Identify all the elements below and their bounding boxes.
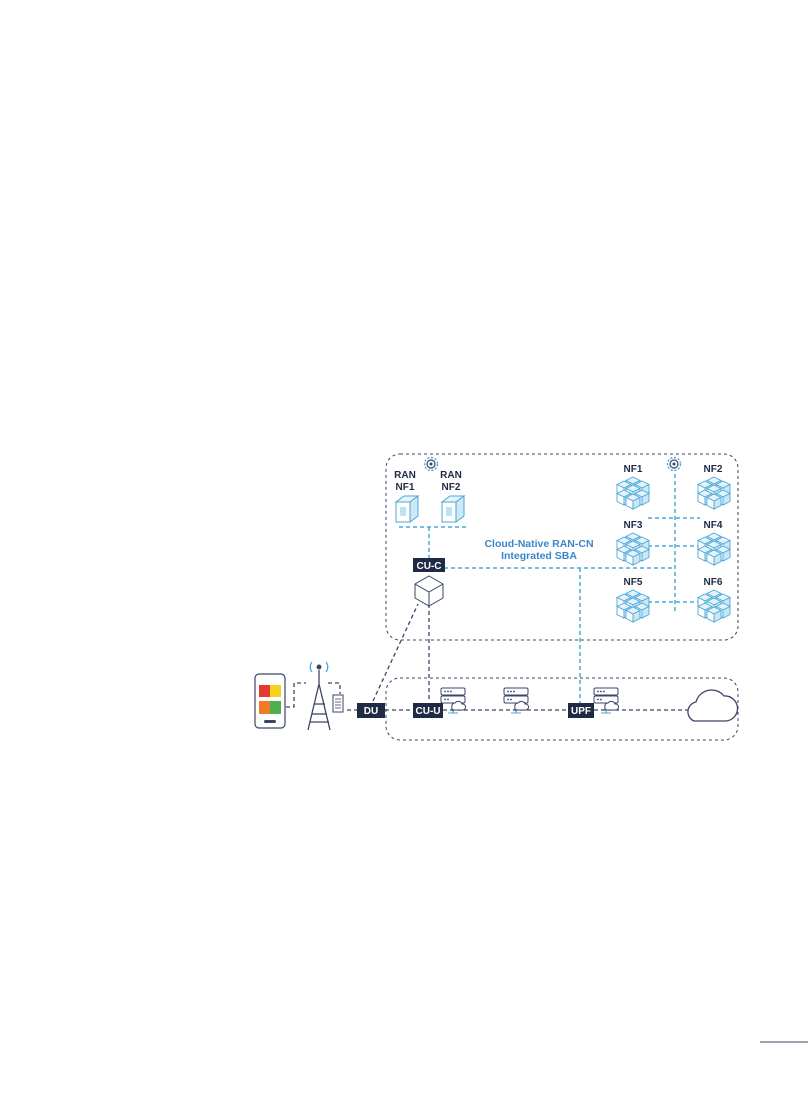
nf4-cluster-icon [698, 533, 730, 565]
cell-tower-icon [307, 661, 331, 731]
nf3-label: NF3 [624, 520, 643, 531]
nf4-label: NF4 [704, 520, 723, 531]
du-label: DU [364, 706, 378, 717]
server-cloud-icon [440, 687, 467, 714]
upf-box [568, 703, 594, 718]
cloud-native-region [385, 453, 739, 641]
upf-label: UPF [571, 706, 591, 717]
cuc-label: CU-C [417, 561, 442, 572]
cuu-label: CU-U [416, 706, 441, 717]
cuc-cube-icon [414, 575, 444, 607]
cuu-box [413, 703, 443, 718]
gear-icon [423, 456, 439, 472]
radio-unit-icon [332, 694, 344, 713]
ran-nf2-cube-icon [441, 495, 465, 523]
server-cloud-icon [503, 687, 530, 714]
transport-links [286, 603, 688, 711]
nf3-cluster-icon [617, 533, 649, 565]
sba-title-line2: Integrated SBA [501, 550, 577, 562]
server-cloud-icon [593, 687, 620, 714]
sba-title-line1: Cloud-Native RAN-CN [484, 538, 593, 550]
nf6-cluster-icon [698, 590, 730, 622]
ran-nf1-cube-icon [395, 495, 419, 523]
du-box [357, 703, 385, 718]
ran-nf1-label-line1: RAN [394, 470, 416, 481]
nf1-label: NF1 [624, 464, 643, 475]
nf1-cluster-icon [617, 477, 649, 509]
nf5-cluster-icon [617, 590, 649, 622]
ran-nf2-label-line1: RAN [440, 470, 462, 481]
phone-icon [254, 673, 286, 729]
nf2-label: NF2 [704, 464, 723, 475]
cloud-icon [687, 689, 739, 722]
cuc-box [413, 558, 445, 572]
nf6-label: NF6 [704, 577, 723, 588]
sba-bus [399, 474, 700, 704]
gear-icon [666, 456, 682, 472]
nf2-cluster-icon [698, 477, 730, 509]
ran-nf2-label-line2: NF2 [442, 482, 461, 493]
ran-nf1-label-line2: NF1 [396, 482, 415, 493]
nf5-label: NF5 [624, 577, 643, 588]
